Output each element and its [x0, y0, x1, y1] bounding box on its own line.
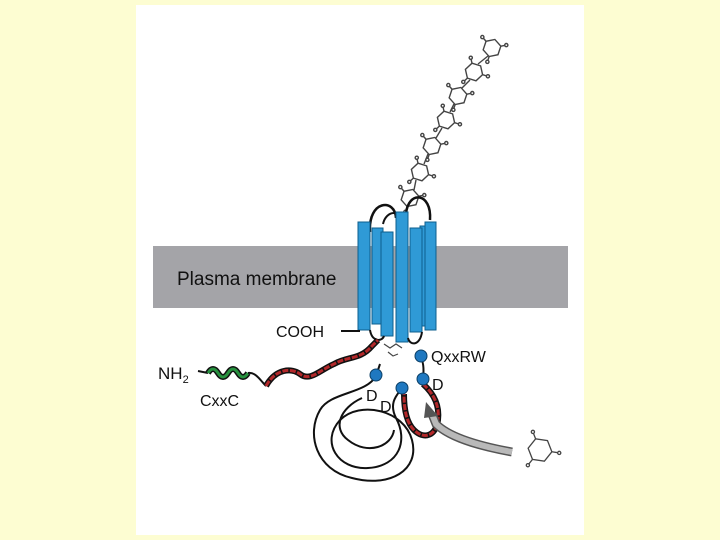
- sugar-ring: [410, 162, 430, 182]
- residue-node-qxxrw: [414, 349, 428, 363]
- class-specific-region: [263, 337, 381, 388]
- nh2-subscript: 2: [183, 374, 189, 386]
- glucan-chain: [398, 34, 509, 215]
- atom-dot: [431, 174, 437, 179]
- glycosidic-bond: [477, 55, 489, 65]
- substituent-bond: [528, 458, 534, 465]
- sugar-ring: [527, 438, 553, 462]
- sugar-ring: [464, 62, 484, 82]
- qxxrw-label: QxxRW: [431, 349, 487, 366]
- sugar-ring: [422, 136, 442, 156]
- atom-dot: [461, 79, 466, 85]
- atom-dot: [433, 127, 438, 133]
- d-label-3: D: [380, 399, 392, 416]
- substituent-bond: [532, 433, 537, 440]
- atom-dot: [398, 184, 403, 190]
- atom-dot: [485, 74, 491, 79]
- atom-dot: [421, 192, 427, 198]
- sugar-ring: [436, 110, 456, 130]
- udp-glucose-molecule: [525, 429, 562, 468]
- atom-dot: [480, 34, 485, 40]
- glycosidic-bond: [449, 103, 455, 113]
- cxxc-label: CxxC: [200, 393, 239, 410]
- atom-dot: [414, 155, 420, 161]
- atom-dot: [446, 82, 451, 88]
- nh2-linker: [197, 370, 209, 374]
- d-label-2: D: [366, 388, 378, 405]
- cytosolic-loop: [407, 331, 423, 345]
- d-label-1: D: [432, 377, 444, 394]
- helix: [357, 221, 371, 331]
- sugar-ring: [400, 188, 420, 208]
- residue-node-d3: [416, 372, 430, 386]
- atom-dot: [440, 103, 446, 109]
- sugar-ring: [482, 38, 502, 58]
- helix: [380, 231, 394, 337]
- glycosidic-bond: [461, 79, 471, 89]
- catalytic-red-segment: [402, 382, 440, 437]
- nh2-label: NH2: [158, 364, 189, 386]
- atom-dot: [485, 59, 490, 65]
- zinc-finger-domain: [206, 367, 250, 379]
- transmembrane-helix-bundle: [357, 196, 437, 345]
- sugar-ring: [448, 86, 468, 106]
- helix: [409, 227, 423, 333]
- glycosidic-bond: [435, 127, 443, 139]
- atom-dot: [420, 132, 425, 138]
- n-terminal-linker: [247, 371, 267, 387]
- glycosidic-bond: [423, 153, 429, 165]
- atom-dot: [468, 55, 474, 61]
- cooh-label: COOH: [276, 324, 324, 341]
- helix: [395, 211, 409, 343]
- plasma-membrane-label: Plasma membrane: [177, 269, 336, 290]
- helix: [424, 221, 437, 331]
- atom-dot: [469, 90, 475, 96]
- nascent-chain-fragment: [383, 343, 403, 357]
- extracellular-loop: [404, 196, 432, 221]
- atom-dot: [443, 140, 449, 146]
- atom-dot: [407, 179, 412, 185]
- atom-dot: [457, 122, 463, 127]
- substrate-entry-arrow: [424, 402, 513, 457]
- residue-node-d1: [369, 368, 383, 382]
- atom-dot: [556, 450, 562, 456]
- glycosidic-bond: [413, 179, 417, 191]
- substituent-bond: [551, 451, 558, 454]
- atom-dot: [530, 429, 536, 435]
- residue-node-d2: [395, 381, 409, 395]
- atom-dot: [525, 462, 531, 468]
- atom-dot: [503, 42, 509, 48]
- class-specific-region: [264, 338, 380, 387]
